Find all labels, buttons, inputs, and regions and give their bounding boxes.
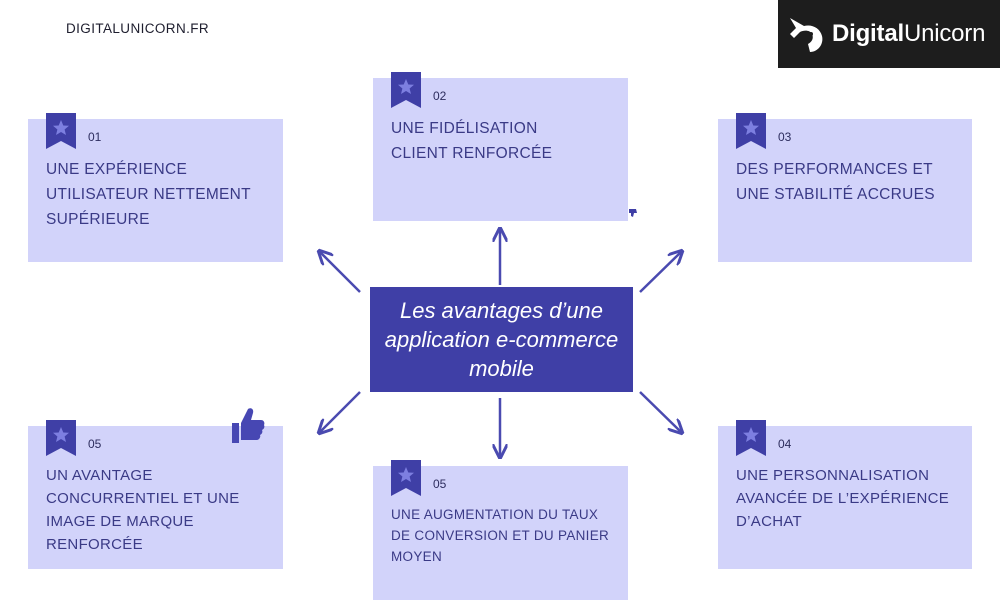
site-url[interactable]: DIGITALUNICORN.FR	[66, 21, 210, 36]
bookmark-star-icon	[46, 113, 76, 149]
central-topic-title: Les avantages d’une application e-commer…	[384, 298, 619, 381]
bookmark-star-icon	[736, 420, 766, 456]
thumbs-up-icon	[232, 408, 265, 443]
benefit-card-05-left: 05 UN AVANTAGE CONCURRENTIEL ET UNE IMAG…	[28, 420, 283, 569]
benefit-card-05-bottom: 05 UNE AUGMENTATION DU TAUX DE CONVERSIO…	[373, 460, 628, 600]
central-topic: Les avantages d’une application e-commer…	[370, 287, 633, 392]
card-number: 05	[88, 437, 102, 451]
card-number: 01	[88, 130, 102, 144]
benefit-card-01: 01 UNE EXPÉRIENCE UTILISATEUR NETTEMENT …	[28, 113, 283, 262]
logo-wordmark: DigitalUnicorn	[832, 20, 986, 47]
bookmark-star-icon	[391, 460, 421, 496]
card-number: 02	[433, 89, 447, 103]
card-text: UNE AUGMENTATION DU TAUX DE CONVERSION E…	[391, 507, 610, 564]
bookmark-star-icon	[391, 72, 421, 108]
card-text: DES PERFORMANCES ET UNE STABILITÉ ACCRUE…	[736, 161, 935, 203]
arrow-to-card-03	[639, 252, 681, 293]
card-number: 04	[778, 437, 792, 451]
bookmark-star-icon	[46, 420, 76, 456]
card-number: 03	[778, 130, 792, 144]
brand-logo[interactable]: DigitalUnicorn	[778, 0, 1000, 68]
bookmark-star-icon	[736, 113, 766, 149]
card-text: UN AVANTAGE CONCURRENTIEL ET UNE IMAGE D…	[46, 467, 240, 553]
card-number: 05	[433, 477, 447, 491]
card-text: UNE EXPÉRIENCE UTILISATEUR NETTEMENT SUP…	[46, 161, 251, 228]
benefit-card-04: 04 UNE PERSONNALISATION AVANCÉE DE L’EXP…	[718, 420, 972, 569]
arrow-to-card-01	[320, 252, 361, 293]
card-text: UNE FIDÉLISATION CLIENT RENFORCÉE	[391, 120, 553, 162]
arrow-to-card-05a	[320, 391, 361, 432]
unicorn-logo-icon	[790, 18, 823, 52]
thumbs-down-icon	[629, 209, 637, 217]
arrow-to-card-04	[639, 391, 681, 432]
card-text: UNE PERSONNALISATION AVANCÉE DE L’EXPÉRI…	[736, 467, 950, 530]
benefit-card-03: 03 DES PERFORMANCES ET UNE STABILITÉ ACC…	[718, 113, 972, 262]
benefit-card-02: 02 UNE FIDÉLISATION CLIENT RENFORCÉE	[373, 72, 628, 221]
